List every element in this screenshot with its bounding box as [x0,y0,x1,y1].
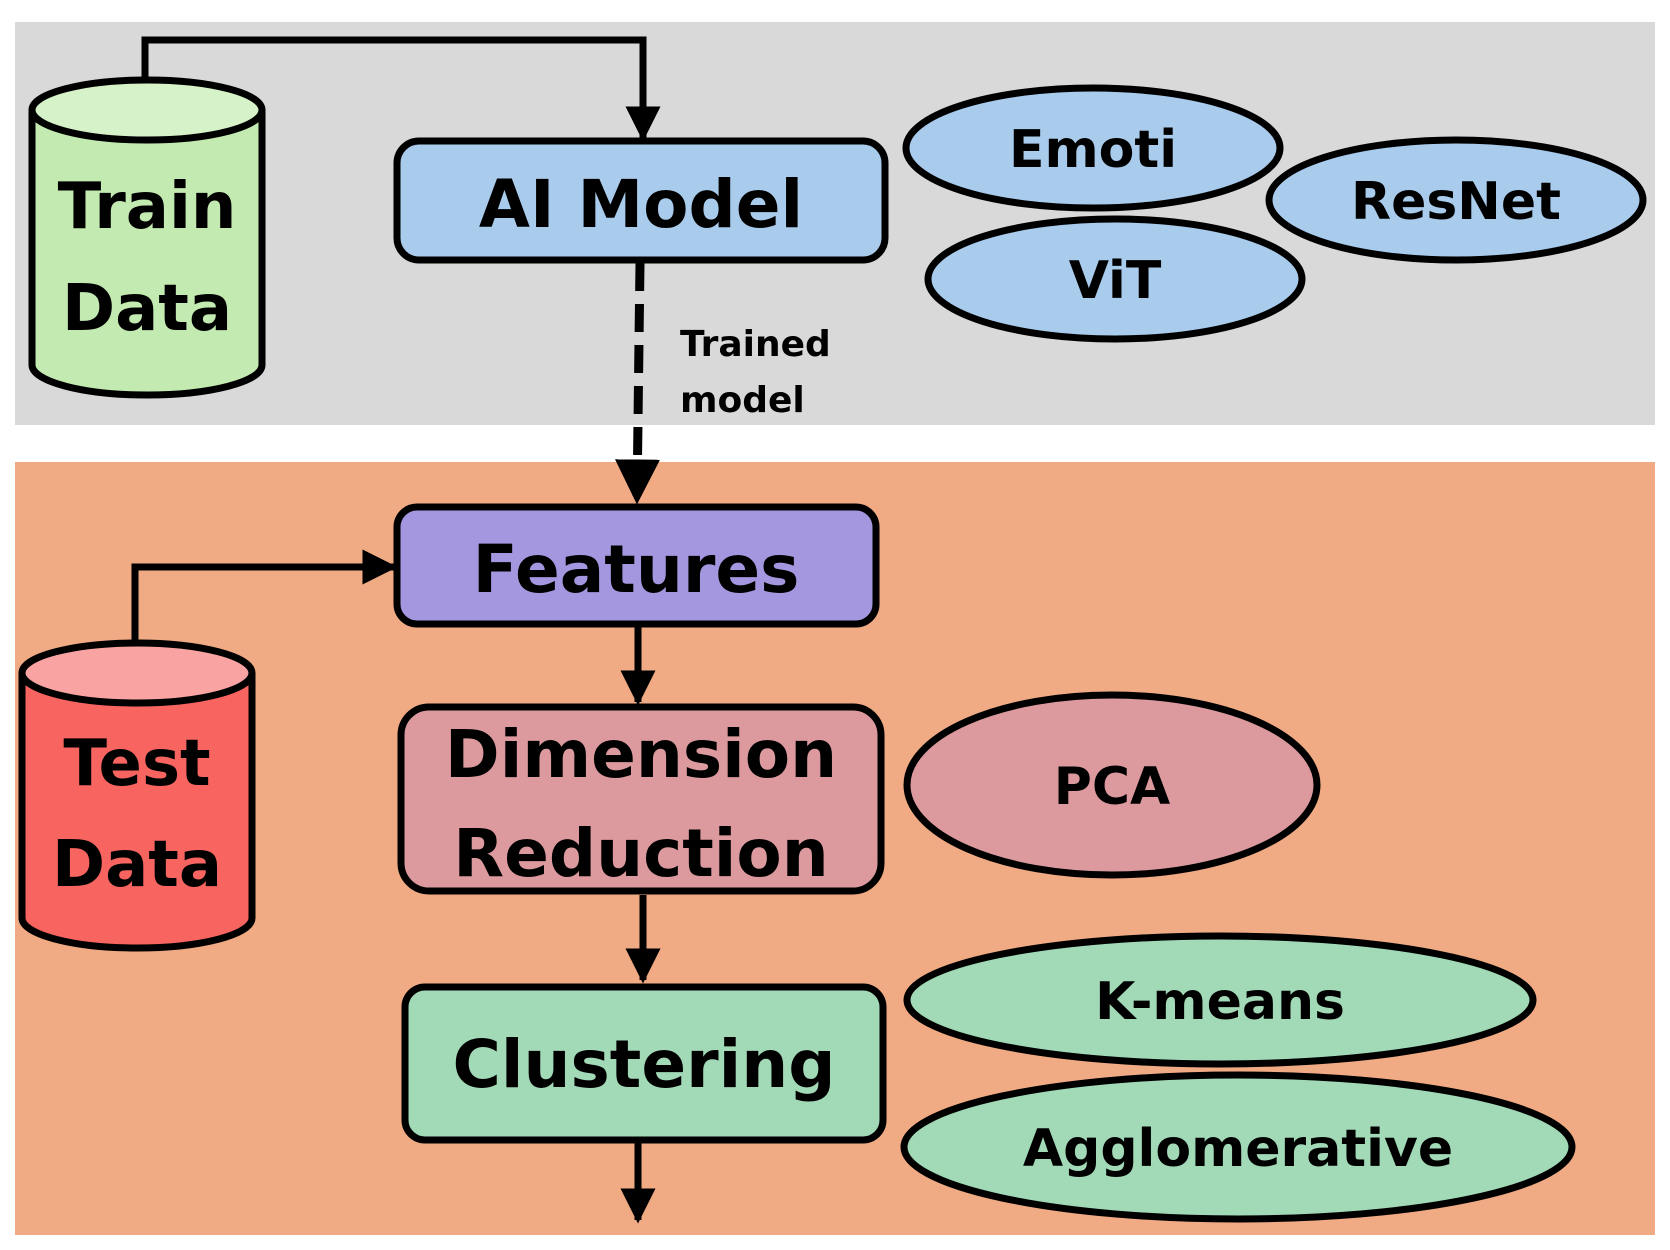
option-label: ResNet [1351,172,1561,232]
ai-model-node: AI Model [393,137,889,264]
database-cylinder-icon [28,76,266,399]
dimension-reduction-node: Dimension Reduction [397,703,885,895]
dimension-reduction-label-line2: Reduction [453,815,828,892]
database-cylinder-icon [18,639,256,952]
features-label: Features [473,531,800,608]
dimension-reduction-label-line1: Dimension [445,716,837,793]
test-data-label-line2: Data [52,828,222,902]
test-data-cylinder: Test Data [18,639,256,952]
option-label: Emoti [1009,120,1177,180]
ai-model-option-resnet: ResNet [1265,136,1647,264]
test-cylinder-body [18,673,256,952]
features-node: Features [393,503,880,628]
train-data-label-line1: Train [58,170,237,244]
test-data-label-line1: Test [63,727,210,801]
train-data-label-line2: Data [62,272,232,346]
dimension-reduction-option-pca: PCA [903,691,1321,879]
option-label: PCA [1054,757,1171,817]
ai-model-option-emoti: Emoti [902,84,1284,212]
ai-model-label: AI Model [479,166,803,243]
clustering-option-kmeans: K-means [903,932,1537,1068]
clustering-option-agglomerative: Agglomerative [900,1071,1576,1223]
test-data-to-features-arrow [131,549,398,645]
clustering-label: Clustering [452,1026,835,1103]
option-label: K-means [1095,972,1345,1032]
option-label: ViT [1069,251,1162,311]
train-data-cylinder: Train Data [28,76,266,399]
train-data-to-ai-model-arrow [141,36,661,142]
ai-model-option-vit: ViT [924,215,1306,343]
trained-model-label-line1: Trained [680,324,831,365]
clustering-node: Clustering [401,983,887,1144]
trained-model-label-line2: model [680,380,805,421]
option-label: Agglomerative [1023,1119,1453,1179]
